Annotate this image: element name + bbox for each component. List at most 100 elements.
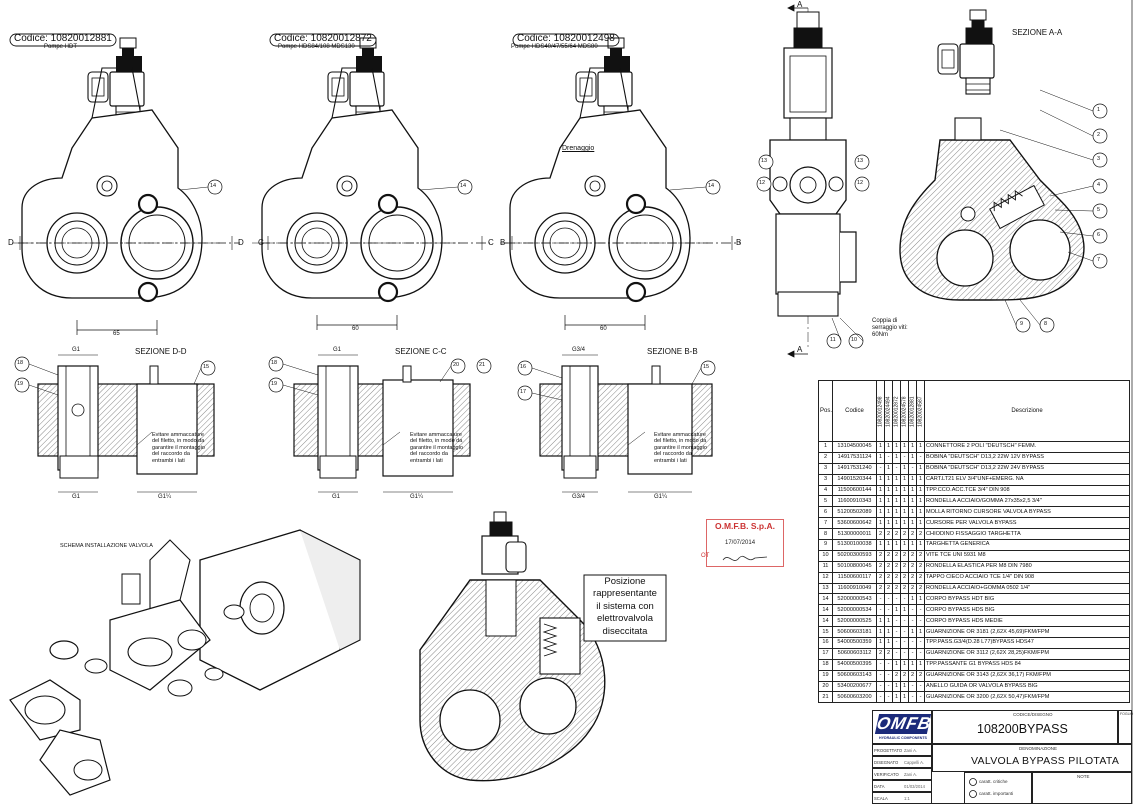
front-view-2 <box>250 37 464 303</box>
cell-codice: 53400200677 <box>832 680 877 693</box>
cell-descrizione: RONDELLA ACCIAIO/GOMMA 27x35x2,5 3/4" <box>924 495 1130 508</box>
cell-qty: 2 <box>900 528 909 541</box>
cell-qty: 2 <box>884 582 893 595</box>
cell-qty: 1 <box>884 626 893 639</box>
cell-qty: 1 <box>908 517 917 530</box>
pump-label-3: Pompe HDS40/47/55/64 MDS80 <box>511 44 598 50</box>
cell-descrizione: TPP.CCO.ACC.TCE 3/4" DIN 908 <box>924 484 1130 497</box>
cell-qty: 1 <box>916 441 925 453</box>
cell-descrizione: RONDELLA ACCIAIO+GOMMA 0502 1/4" <box>924 582 1130 595</box>
cell-codice: 52000000543 <box>832 593 877 606</box>
cell-qty: - <box>892 647 901 660</box>
cell-descrizione: GUARNIZIONE OR 3143 (2,62X 36,17) FKM/FP… <box>924 669 1130 682</box>
cell-pos: 14 <box>818 593 833 606</box>
cell-codice: 11500600117 <box>832 571 877 584</box>
header-variant: 10820024578 <box>900 380 909 442</box>
cell-qty: 2 <box>892 549 901 562</box>
cell-qty: 2 <box>876 571 885 584</box>
cell-qty: - <box>908 691 917 704</box>
pump-label-2: Pompe HDS84/108 MDS130 <box>278 44 355 50</box>
note-box: NOTE <box>1032 772 1132 804</box>
cell-qty: - <box>892 637 901 649</box>
cell-qty: - <box>908 637 917 649</box>
section-a-a <box>899 9 1085 301</box>
cell-qty: 1 <box>892 484 901 497</box>
cell-codice: 53600600642 <box>832 517 877 530</box>
cell-qty: 1 <box>916 495 925 508</box>
cell-qty: 2 <box>908 549 917 562</box>
cell-qty: 1 <box>900 495 909 508</box>
cell-descrizione: TPP.PASSANTE G1 BYPASS HDS 84 <box>924 658 1130 671</box>
cell-descrizione: TARGHETTA GENERICA <box>924 539 1130 551</box>
cell-qty: 2 <box>884 560 893 573</box>
cell-pos: 2 <box>818 451 833 464</box>
front-view-1 <box>10 37 224 303</box>
cell-qty: 1 <box>884 539 893 551</box>
code-label-1: Codice: 10820012881 <box>14 33 112 44</box>
title-block-value: 01/03/2014 <box>904 784 925 789</box>
cell-qty: - <box>884 604 893 617</box>
thread-cc-bot1: G1 <box>332 494 341 500</box>
cell-descrizione: BOBINA "DEUTSCH" D13,2 22W 12V BYPASS <box>924 451 1130 464</box>
cell-pos: 7 <box>818 517 833 530</box>
cell-qty: 1 <box>908 441 917 453</box>
cell-qty: 1 <box>900 473 909 486</box>
title-block-key: DATA <box>874 784 885 789</box>
schema-title: SCHEMA INSTALLAZIONE VALVOLA <box>60 543 153 549</box>
cell-codice: 54000500395 <box>832 658 877 671</box>
cell-qty: 1 <box>876 539 885 551</box>
cell-qty: 1 <box>876 637 885 649</box>
title-block-key: VERIFICATO <box>874 772 899 777</box>
thread-dd-bot2: G1¼ <box>158 494 172 500</box>
cell-qty: 1 <box>900 517 909 530</box>
cell-qty: 1 <box>884 637 893 649</box>
cell-pos: 18 <box>818 658 833 671</box>
cell-qty: 1 <box>876 626 885 639</box>
thread-cc-bot2: G1¼ <box>410 494 424 500</box>
energized-section-view <box>419 511 606 782</box>
cell-qty: 2 <box>876 647 885 660</box>
cell-qty: - <box>892 593 901 606</box>
thread-dd-top: G1 <box>72 347 81 353</box>
sezione-aa-title: SEZIONE A-A <box>1012 28 1063 37</box>
cell-qty: 2 <box>916 582 925 595</box>
cell-codice: 11600910049 <box>832 582 877 595</box>
cell-descrizione: CONNETTORE 2 POLI "DEUTSCH" FEMM. <box>924 441 1130 453</box>
cell-qty: - <box>900 637 909 649</box>
cell-qty: 2 <box>916 549 925 562</box>
cell-qty: 2 <box>908 560 917 573</box>
section-letter-b-left: B <box>500 238 506 247</box>
cell-qty: 1 <box>908 593 917 606</box>
cell-qty: 1 <box>892 495 901 508</box>
header-variant: 10820012872 <box>892 380 901 442</box>
cell-qty: 1 <box>884 506 893 519</box>
cell-qty: 1 <box>876 484 885 497</box>
cell-codice: 51300000011 <box>832 528 877 541</box>
cell-qty: 1 <box>884 495 893 508</box>
cell-qty: 1 <box>900 539 909 551</box>
section-b-b <box>539 365 713 479</box>
cell-qty: - <box>916 691 925 704</box>
cell-descrizione: GUARNIZIONE OR 3112 (2,62X 28,25)FKM/FPM <box>924 647 1130 660</box>
cell-qty: 1 <box>876 495 885 508</box>
cell-pos: 14 <box>818 615 833 628</box>
drawing-code-box: CODICE/DISEGNO 108200BYPASS <box>932 710 1118 744</box>
cell-qty: 2 <box>892 582 901 595</box>
legend-box: caratt. critiche caratt. importanti <box>964 772 1032 804</box>
section-letter-a-top: A <box>797 0 803 9</box>
cell-descrizione: CHIODINO FISSAGGIO TARGHETTA <box>924 528 1130 541</box>
thread-bb-bot1: G3/4 <box>572 494 586 500</box>
cell-qty: 2 <box>916 571 925 584</box>
cell-codice: 50600603143 <box>832 669 877 682</box>
dim-60-b: 60 <box>600 326 607 332</box>
cell-codice: 51300100038 <box>832 539 877 551</box>
sezione-bb-title: SEZIONE B-B <box>647 347 698 356</box>
header-variant: 10820024494 <box>884 380 893 442</box>
